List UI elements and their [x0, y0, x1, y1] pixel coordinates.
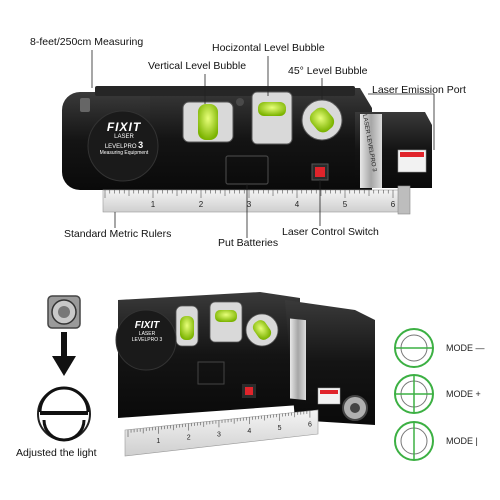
bubble-45-label: 45° Level Bubble: [288, 65, 368, 77]
down-arrow-icon: [52, 356, 76, 376]
horizontal-bubble-window: [251, 91, 293, 145]
ruler-tick-label: 4: [247, 428, 251, 435]
badge-text-bottom: FIXIT LASER LEVELPRO 3: [121, 320, 173, 343]
adjust-light-graphic: [37, 295, 91, 442]
ruler-tick-label: 2: [199, 200, 204, 209]
metric-rulers-label: Standard Metric Rulers: [64, 228, 172, 240]
mode-line-vertical: [394, 421, 434, 461]
brand-label: FIXIT: [106, 120, 142, 134]
bottom-device: [115, 292, 375, 425]
laser-switch: [315, 167, 325, 177]
ruler-tick-label: 5: [278, 425, 282, 432]
measuring-label: 8-feet/250cm Measuring: [30, 36, 144, 48]
laser-label-bottom: LASER: [138, 331, 156, 337]
ruler-tick-label: 2: [187, 435, 191, 442]
bottom-ruler: 1 2 3 4 5 6: [124, 409, 319, 457]
horizontal-bubble: [258, 102, 286, 116]
equipment-label: Measuring Equipment: [99, 150, 149, 156]
ruler-tick-label: 6: [391, 200, 396, 209]
callout-lines: [91, 50, 435, 238]
mode-horizontal-label: MODE —: [446, 343, 485, 353]
laser-switch-label: Laser Control Switch: [282, 226, 379, 238]
adjusted-light-label: Adjusted the light: [16, 447, 97, 459]
ruler-tick-label: 3: [217, 431, 221, 438]
batteries-label: Put Batteries: [218, 237, 279, 249]
laser-port-label: Laser Emission Port: [372, 84, 466, 96]
ruler-tick-label: 5: [343, 200, 348, 209]
model-number: 3: [138, 140, 144, 150]
metal-strip: [360, 114, 382, 188]
mode-vertical-label: MODE |: [446, 436, 478, 446]
mode-line-horizontal: [394, 328, 434, 368]
bubble-45: [309, 107, 335, 133]
vertical-bubble: [198, 104, 218, 140]
vertical-bubble-label: Vertical Level Bubble: [148, 60, 247, 72]
ruler-tick-label: 3: [247, 200, 252, 209]
top-device: [62, 86, 432, 190]
brand-label-bottom: FIXIT: [134, 320, 160, 331]
horizontal-bubble-label: Hocizontal Level Bubble: [212, 42, 325, 54]
levelpro-label: LEVELPRO: [104, 144, 137, 150]
laser-label: LASER: [114, 134, 134, 140]
mode-line-cross: [394, 374, 434, 414]
mode-cross-label: MODE +: [446, 389, 481, 399]
model-number-bottom: 3: [159, 337, 163, 343]
mode-indicators: [394, 328, 434, 461]
ruler-tick-label: 4: [295, 200, 300, 209]
ruler-tick-label: 6: [308, 422, 312, 429]
ruler-tick-label: 1: [156, 438, 160, 445]
levelpro-label-bottom: LEVELPRO: [131, 337, 159, 343]
ruler-tick-label: 1: [151, 200, 156, 209]
laser-module-bottom: [285, 300, 375, 425]
top-ruler: 1 2 3 4 5 6: [102, 185, 411, 215]
badge-text-top: FIXIT LASER LEVELPRO 3 Measuring Equipme…: [92, 120, 156, 156]
